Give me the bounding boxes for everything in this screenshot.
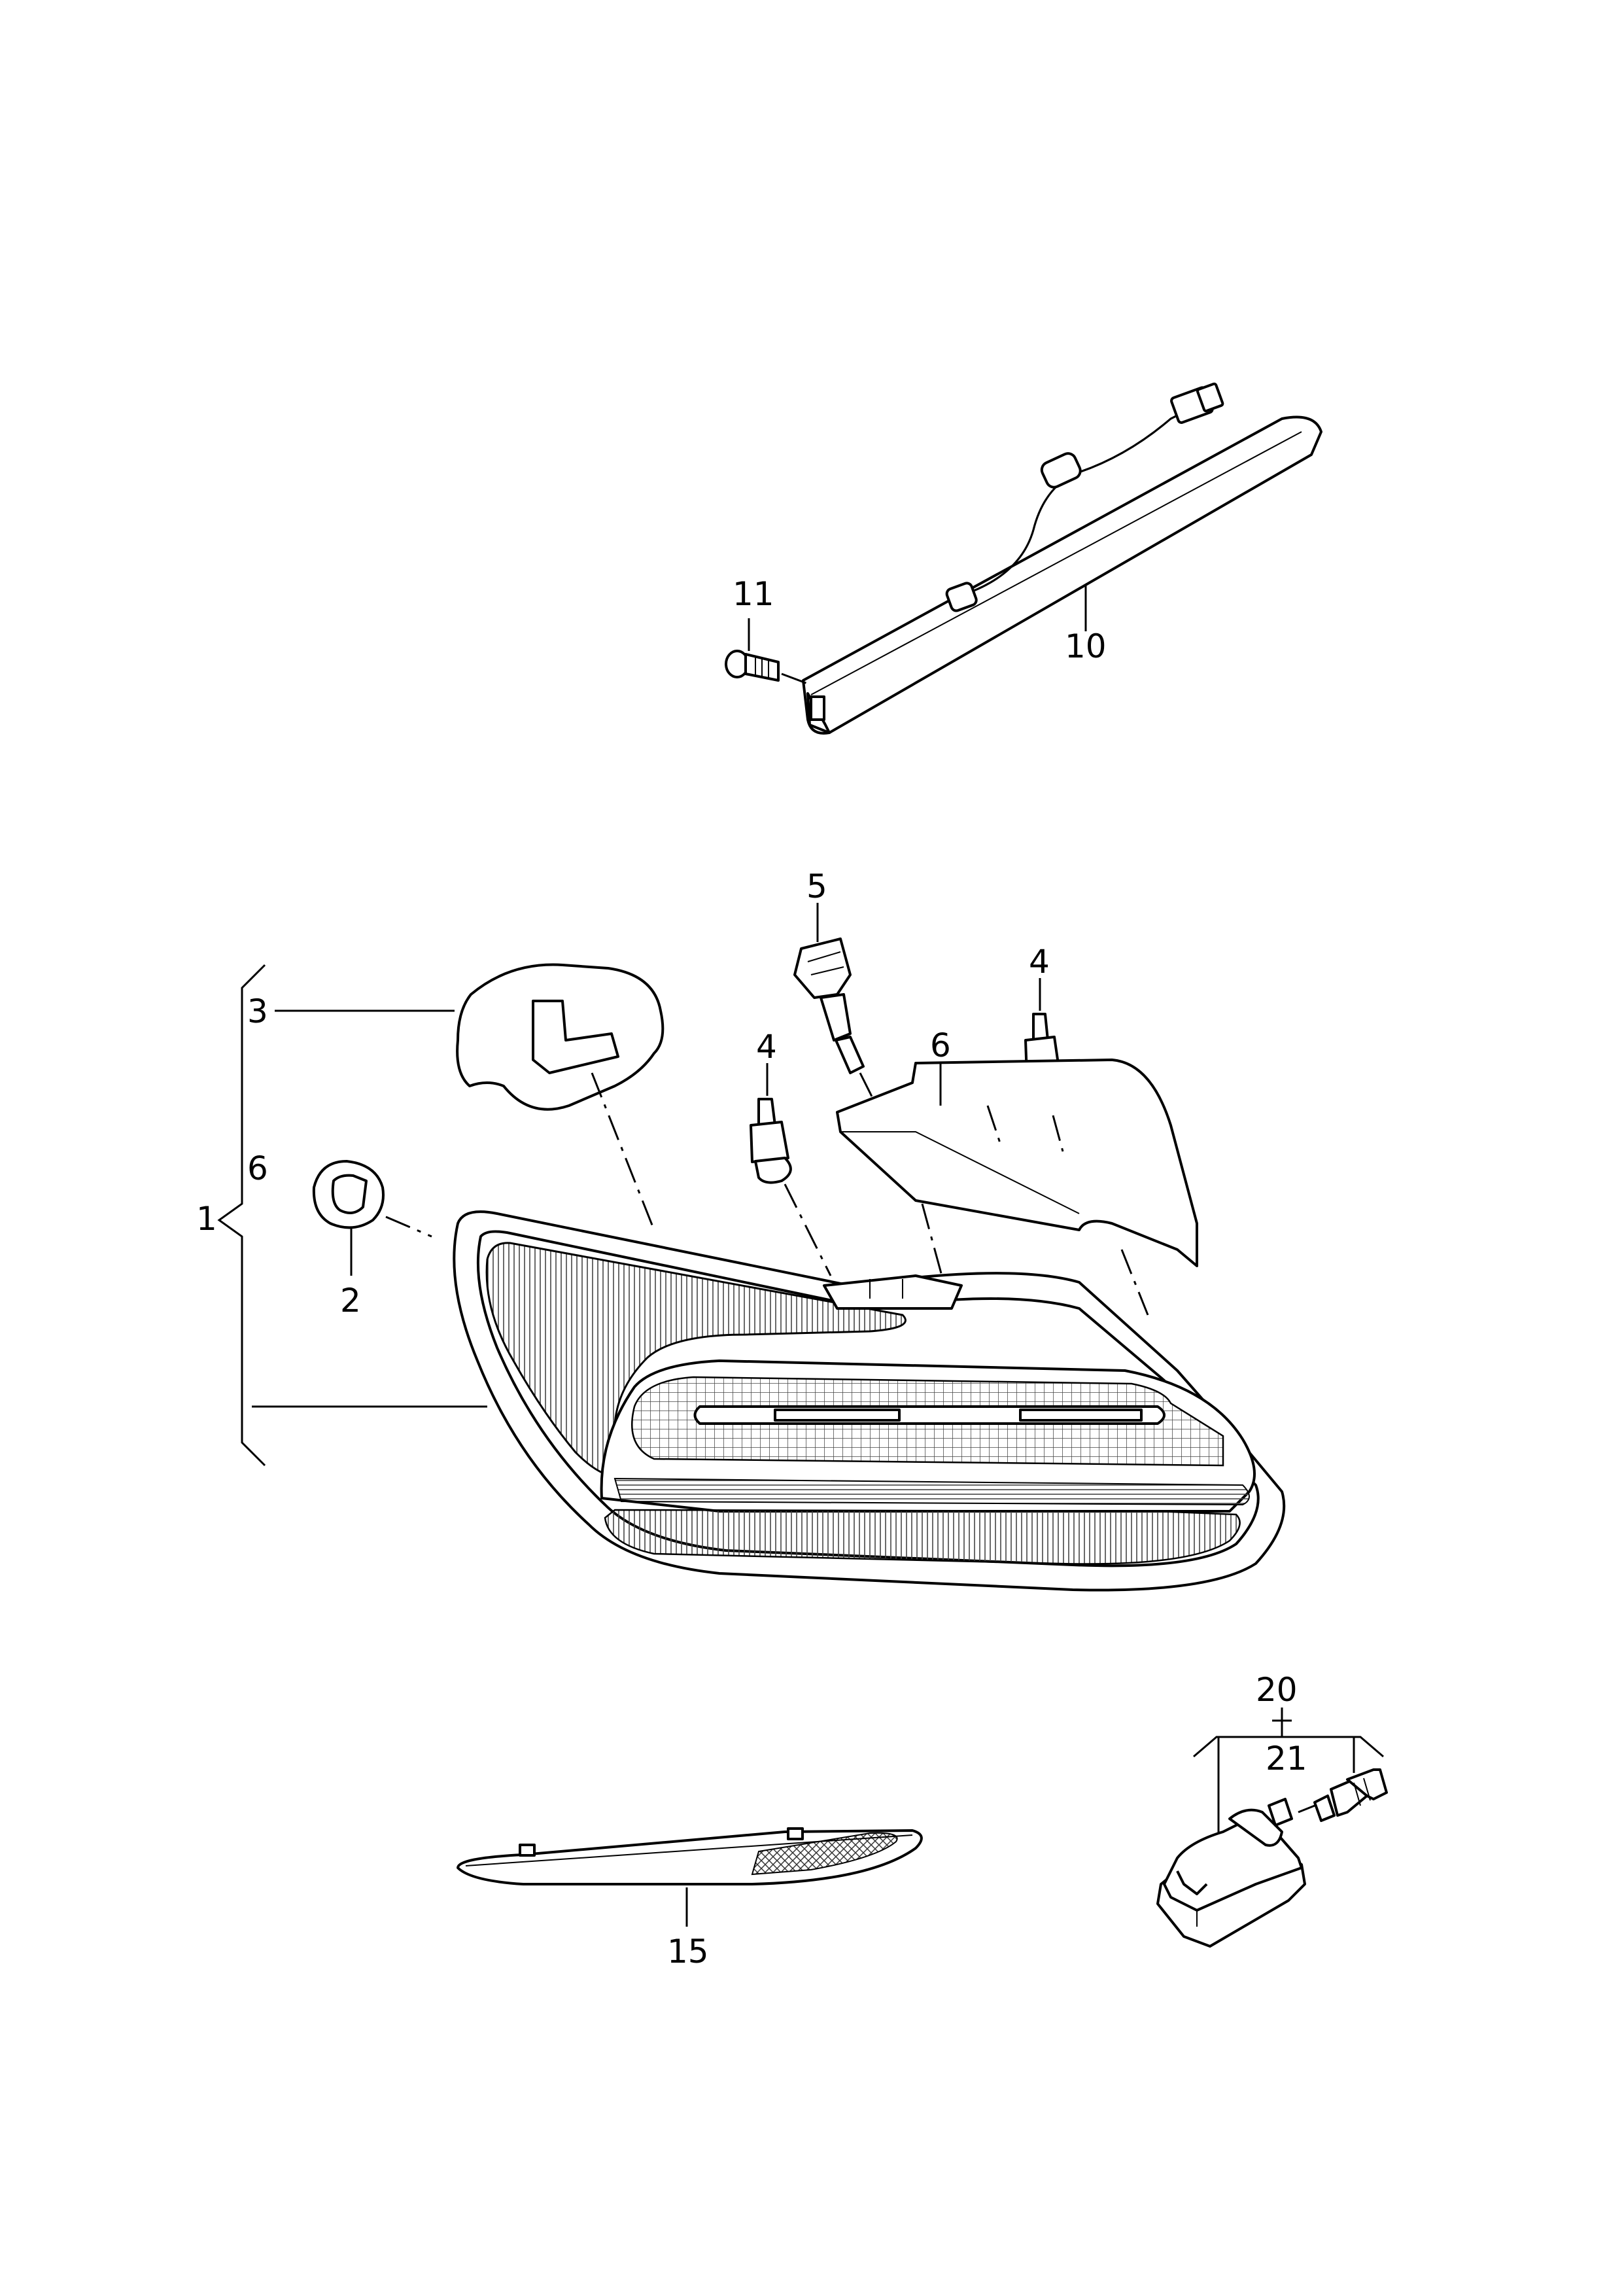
part-4-bulb-left [750,1098,832,1276]
bracket-part-1 [217,964,487,1467]
label-10: 10 [1065,627,1107,665]
label-21: 21 [1266,1740,1307,1778]
label-4-left: 4 [756,1028,777,1066]
label-11: 11 [733,575,774,613]
label-20: 20 [1256,1671,1298,1709]
part-5-bulb-holder [793,937,891,1132]
dash-3-to-1 [591,1072,655,1231]
part-2-grommet [312,1160,432,1238]
part-3-gasket [456,963,665,1111]
part-21-bulb [1313,1768,1388,1822]
label-15: 15 [667,1933,709,1971]
part-6-cover-panel [836,1059,1198,1316]
label-6-right: 6 [930,1026,951,1064]
label-4-right: 4 [1029,943,1050,981]
label-3: 3 [247,992,268,1030]
part-11-screw [725,650,808,685]
part-15-reflector [457,1827,923,1885]
label-6-left: 6 [247,1149,268,1187]
label-5: 5 [806,867,827,905]
label-1: 1 [196,1200,217,1238]
part-20-license-lamp [1156,1798,1315,1948]
part-10-brake-light [802,382,1322,735]
part-1-tail-lamp [453,1210,1286,1592]
label-2: 2 [340,1282,361,1320]
